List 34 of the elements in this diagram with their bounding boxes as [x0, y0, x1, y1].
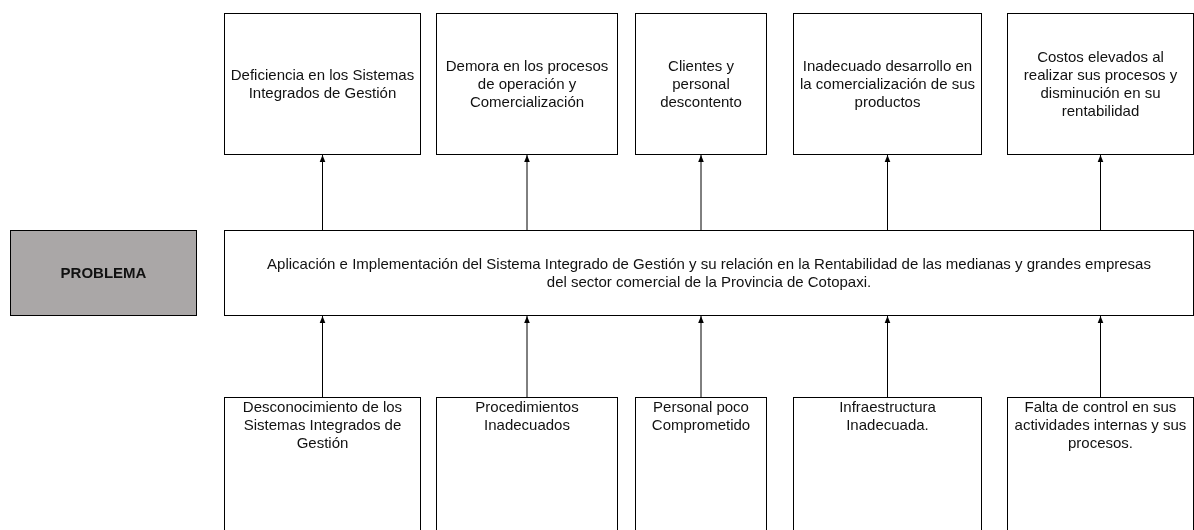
arrow	[884, 154, 891, 231]
node-text: Demora en los procesos de operación y Comercialización	[444, 57, 610, 111]
node-text: Costos elevados al realizar sus procesos y disminución en su rentabilidad	[1022, 48, 1179, 120]
effect-box	[436, 13, 618, 155]
arrow	[698, 315, 704, 398]
effect-box	[224, 13, 421, 155]
cause-box	[793, 397, 982, 530]
effect-box	[635, 13, 767, 155]
arrow	[524, 154, 530, 231]
arrow	[1097, 154, 1104, 231]
arrow	[524, 315, 530, 398]
node-text: Inadecuado desarrollo en la comercialización de sus productos	[798, 57, 977, 111]
cause-box	[224, 397, 421, 530]
node-text: Procedimientos Inadecuados	[474, 398, 580, 434]
arrow	[1097, 315, 1104, 398]
node-text: Desconocimiento de los Sistemas Integrados de Gestión	[241, 398, 404, 452]
arrow	[319, 315, 326, 398]
effect-box	[793, 13, 982, 155]
node-text: Falta de control en sus actividades internas y sus procesos.	[1013, 398, 1188, 452]
heading-text: PROBLEMA	[59, 264, 148, 282]
node-text: Clientes y personal descontento	[659, 57, 743, 111]
problem-statement-box	[224, 230, 1194, 316]
arrow	[319, 154, 326, 231]
arrow	[884, 315, 891, 398]
node-text: Personal poco Comprometido	[650, 398, 752, 434]
cause-box	[635, 397, 767, 530]
node-text: Aplicación e Implementación del Sistema Integrado de Gestión y su relación en la Rentabilidad de las medianas y grandes empresas del sector comercial de la Provincia de Cotopaxi.	[266, 255, 1152, 291]
node-text: Deficiencia en los Sistemas Integrados de Gestión	[229, 66, 416, 102]
cause-box	[1007, 397, 1194, 530]
problem-box	[10, 230, 197, 316]
arrow	[698, 154, 704, 231]
cause-box	[436, 397, 618, 530]
node-text: Infraestructura Inadecuada.	[838, 398, 937, 434]
effect-box	[1007, 13, 1194, 155]
